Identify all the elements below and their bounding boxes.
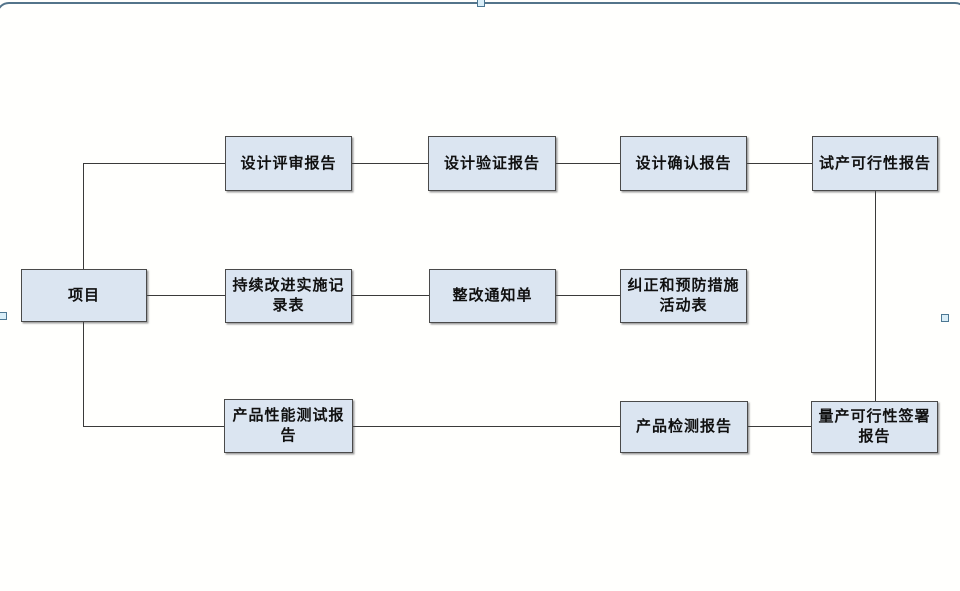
connector-line-project-to-product-performance-test-report: [83, 426, 224, 427]
connector-line-design-review-report-to-design-verification-report: [352, 163, 428, 164]
connector-line-product-performance-test-report-to-product-inspection-report: [353, 426, 620, 427]
node-design-confirmation-report[interactable]: 设计确认报告: [620, 136, 747, 191]
node-design-verification-report[interactable]: 设计验证报告: [428, 136, 556, 191]
node-product-inspection-report[interactable]: 产品检测报告: [620, 401, 748, 453]
connector-line-design-confirmation-report-to-trial-production-feasibility-report: [747, 163, 812, 164]
node-corrective-preventive-action-sheet[interactable]: 纠正和预防措施 活动表: [620, 269, 747, 323]
node-continuous-improvement-record-sheet[interactable]: 持续改进实施记 录表: [225, 269, 352, 323]
connector-line-trial-production-feasibility-report-to-mass-production-feasibility-report: [875, 191, 876, 401]
node-design-review-report[interactable]: 设计评审报告: [225, 136, 352, 191]
connector-line-rectification-notice-to-corrective-preventive-action-sheet: [556, 295, 620, 296]
connector-line-product-inspection-report-to-mass-production-feasibility-report: [748, 426, 811, 427]
node-project[interactable]: 项目: [21, 269, 147, 322]
node-mass-production-feasibility-report[interactable]: 量产可行性签署 报告: [811, 401, 938, 453]
node-rectification-notice[interactable]: 整改通知单: [429, 269, 556, 323]
connector-line-project-to-design-review-report: [83, 163, 225, 164]
node-trial-production-feasibility-report[interactable]: 试产可行性报告: [812, 136, 938, 191]
resize-handle-right-middle[interactable]: [941, 314, 949, 322]
resize-handle-left-middle[interactable]: [0, 312, 7, 320]
connector-line-project-to-row1-stem: [83, 163, 84, 269]
node-product-performance-test-report[interactable]: 产品性能测试报 告: [224, 399, 353, 453]
connector-line-project-to-continuous-improvement-record-sheet: [147, 295, 225, 296]
connector-line-project-to-row3-stem: [83, 322, 84, 426]
connector-line-design-verification-report-to-design-confirmation-report: [556, 163, 620, 164]
resize-handle-top-center[interactable]: [477, 0, 485, 7]
connector-line-continuous-improvement-record-sheet-to-rectification-notice: [352, 295, 429, 296]
